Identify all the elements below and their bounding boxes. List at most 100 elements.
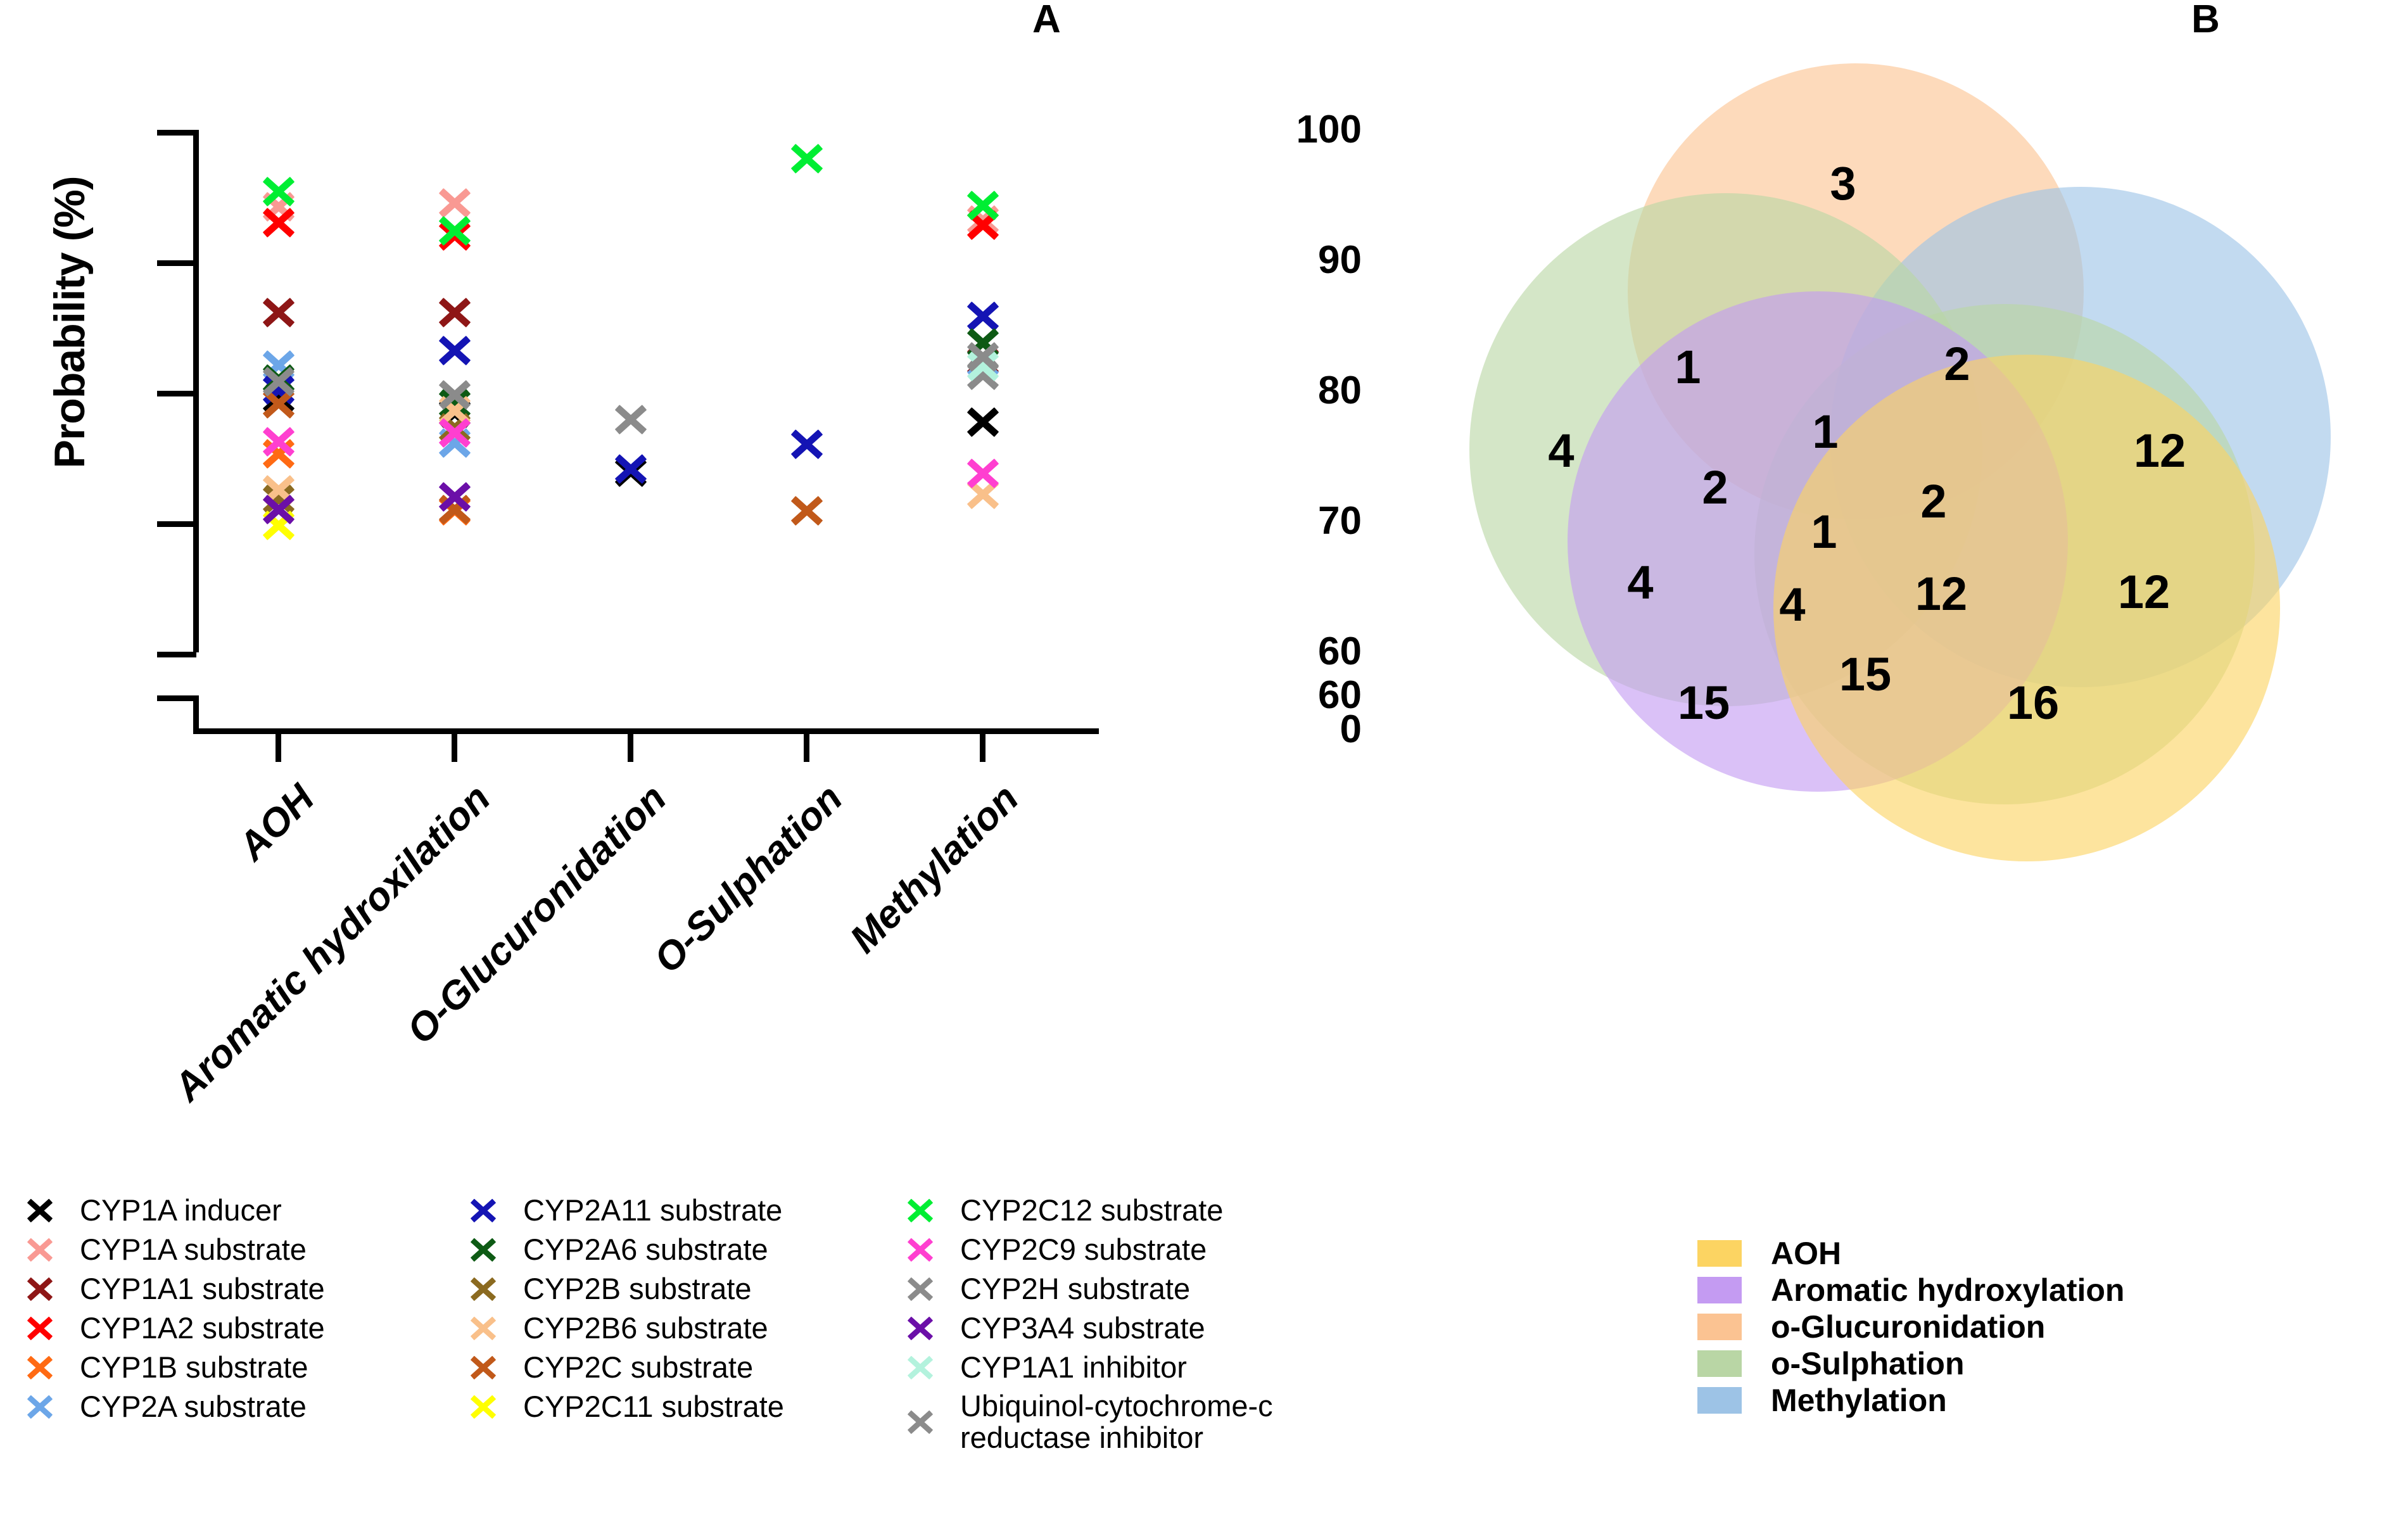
legend-marker-x-icon [462,1191,504,1230]
venn-ellipse-aoh [1773,355,2280,861]
legend-b-item-label: o-Glucuronidation [1771,1309,2046,1345]
legend-b-item[interactable]: Aromatic hydroxylation [1697,1272,2124,1309]
legend-marker-x-icon [462,1309,504,1348]
y-tick-80 [157,391,196,396]
y-tick-label-60: 60 [1318,630,1362,673]
panel-a-letter: A [1032,0,1061,41]
y-tick-90 [157,260,196,266]
legend-a-item-label: CYP2A11 substrate [523,1193,783,1227]
y-tick-60-lower [157,695,196,701]
legend-a-item-label: CYP2C12 substrate [960,1193,1224,1227]
venn-count-1: 1 [1675,341,1701,393]
legend-marker-x-icon [19,1191,61,1230]
y-tick-label-60-lower: 60 [1318,673,1362,717]
legend-a-item[interactable]: CYP1A2 substrate [19,1309,462,1348]
legend-a-item[interactable]: CYP2A11 substrate [462,1191,899,1230]
legend-a-item[interactable]: CYP2C substrate [462,1348,899,1387]
legend-marker-x-icon [19,1230,61,1269]
legend-a-item[interactable]: Ubiquinol-cytochrome-c reductase inhibit… [899,1387,1381,1457]
legend-a-item-label: Ubiquinol-cytochrome-c reductase inhibit… [960,1389,1273,1454]
legend-a-item[interactable]: CYP2C12 substrate [899,1191,1381,1230]
legend-marker-x-icon [899,1191,941,1230]
legend-marker-x-icon [899,1309,941,1348]
legend-a-item[interactable]: CYP1A1 inhibitor [899,1348,1381,1387]
y-tick-label-0: 0 [1340,707,1362,751]
x-label-methylation: Methylation [842,776,1027,962]
legend-a-item-label: CYP1A1 inhibitor [960,1350,1187,1385]
y-tick-60 [157,652,196,657]
legend-a-item[interactable]: CYP2H substrate [899,1269,1381,1309]
legend-a-item[interactable]: CYP2B6 substrate [462,1309,899,1348]
legend-b-color-swatch [1697,1350,1742,1377]
venn-count-9: 4 [1627,556,1654,609]
y-axis-break-stub [193,695,199,732]
x-label-o-glucuronidation: O-Glucuronidation [398,776,675,1053]
venn-count-5: 12 [2133,424,2186,477]
legend-b-item-label: Aromatic hydroxylation [1771,1272,2125,1308]
legend-a-item[interactable]: CYP1A inducer [19,1191,462,1230]
legend-a-item-label: CYP2C substrate [523,1350,754,1385]
venn-count-6: 2 [1702,461,1728,514]
legend-a-item-label: CYP2C11 substrate [523,1390,784,1424]
legend-marker-x-icon [899,1230,941,1269]
legend-marker-x-icon [19,1348,61,1387]
legend-marker-x-icon [899,1348,941,1387]
legend-a-item[interactable]: CYP1B substrate [19,1348,462,1387]
venn-diagram: 3 1 2 4 1 12 2 2 1 4 4 12 12 15 15 16 [1400,63,2388,1140]
x-tick-o-glucuronidation [628,734,633,762]
x-tick-o-sulphation [804,734,809,762]
venn-count-0: 3 [1830,157,1856,210]
legend-marker-x-icon [462,1387,504,1426]
legend-a-item-label: CYP1A2 substrate [80,1311,325,1345]
legend-b-color-swatch [1697,1314,1742,1340]
legend-a-item-label: CYP2A substrate [80,1390,307,1424]
legend-a-item-label: CYP1A inducer [80,1193,282,1227]
y-tick-100 [157,130,196,136]
x-tick-aromatic-hydroxilation [452,734,457,762]
legend-a-item-label: CYP1A1 substrate [80,1272,325,1306]
legend-a-item[interactable]: CYP2C9 substrate [899,1230,1381,1269]
legend-b-item[interactable]: o-Glucuronidation [1697,1309,2124,1345]
venn-count-10: 4 [1779,578,1806,631]
legend-a-item[interactable]: CYP2A6 substrate [462,1230,899,1269]
x-label-aromatic-hydroxilation: Aromatic hydroxilation [165,776,499,1110]
venn-count-13: 15 [1677,676,1730,729]
legend-a-item[interactable]: CYP2C11 substrate [462,1387,899,1426]
legend-b-item[interactable]: Methylation [1697,1382,2124,1419]
legend-a-item[interactable]: CYP1A1 substrate [19,1269,462,1309]
x-label-aoh: AOH [230,776,323,869]
legend-a-item-label: CYP2H substrate [960,1272,1191,1306]
legend-b-item-label: o-Sulphation [1771,1346,1965,1381]
legend-a-item-label: CYP1B substrate [80,1350,308,1385]
legend-b-color-swatch [1697,1387,1742,1414]
legend-b-item[interactable]: AOH [1697,1235,2124,1272]
legend-marker-x-icon [462,1348,504,1387]
venn-count-14: 15 [1839,648,1892,700]
legend-a-item[interactable]: CYP1A substrate [19,1230,462,1269]
venn-count-2: 2 [1944,338,1970,390]
legend-marker-x-icon [462,1269,504,1309]
x-tick-methylation [980,734,985,762]
x-tick-aoh [276,734,281,762]
legend-a-item-label: CYP1A substrate [80,1233,307,1267]
y-tick-label-90: 90 [1318,238,1362,282]
venn-count-15: 16 [2006,676,2060,729]
legend-a-item-label: CYP3A4 substrate [960,1311,1205,1345]
legend-a-item[interactable]: CYP3A4 substrate [899,1309,1381,1348]
legend-marker-x-icon [19,1309,61,1348]
legend-b-color-swatch [1697,1240,1742,1267]
legend-marker-x-icon [19,1387,61,1426]
legend-marker-x-icon [899,1402,941,1442]
y-tick-label-100: 100 [1296,108,1362,151]
legend-a-item-label: CYP2B substrate [523,1272,752,1306]
venn-count-11: 12 [1915,567,1968,620]
legend-a-item[interactable]: CYP2B substrate [462,1269,899,1309]
panel-a: A Probability (%) 100 90 80 70 60 60 0 A… [0,0,1362,1110]
legend-marker-x-icon [462,1230,504,1269]
legend-b-item[interactable]: o-Sulphation [1697,1345,2124,1382]
legend-a-item[interactable]: CYP2A substrate [19,1387,462,1426]
